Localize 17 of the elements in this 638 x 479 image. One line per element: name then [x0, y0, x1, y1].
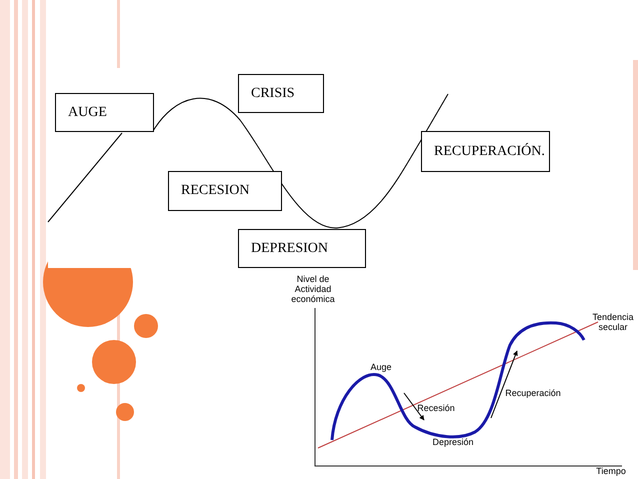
phase-label: Recesión — [416, 403, 456, 413]
phase-label: RECUPERACIÓN. — [434, 144, 545, 160]
phase-label: Depresión — [431, 437, 475, 447]
phase-label: AUGE — [68, 104, 107, 120]
phase-box — [238, 74, 324, 113]
phase-box — [168, 171, 282, 211]
phase-box — [238, 229, 366, 268]
phase-label: RECESION — [181, 183, 250, 199]
trend-label: Tendencia secular — [591, 312, 635, 332]
axis-title: Tiempo — [596, 466, 626, 476]
phase-label: CRISIS — [251, 86, 295, 102]
peak-label: Auge — [369, 362, 393, 372]
axis-title: Nivel de Actividad económica — [290, 274, 336, 304]
phase-box — [421, 131, 550, 172]
phase-label: DEPRESION — [251, 240, 328, 256]
phase-label: Recuperación — [504, 388, 562, 398]
phase-box — [55, 93, 154, 132]
